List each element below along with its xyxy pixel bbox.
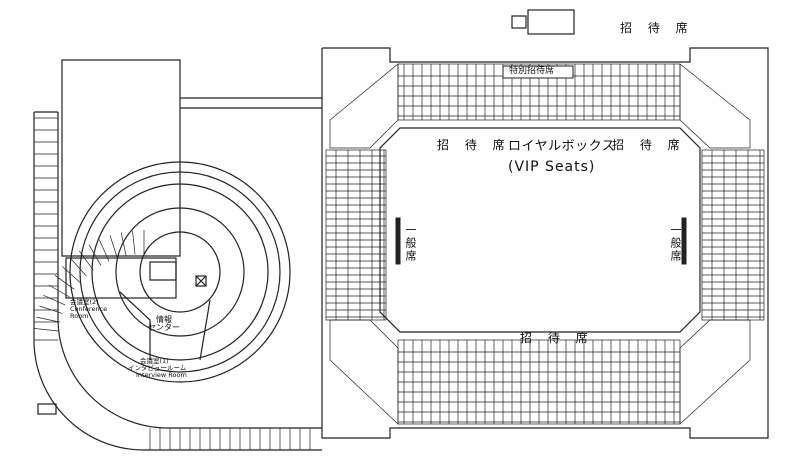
seat-row	[48, 284, 70, 298]
invited-seats-top-label: 招 待 席	[620, 21, 694, 35]
outer-curved-band	[33, 112, 322, 451]
interview-room-jp1: 会議室(1)	[140, 357, 169, 365]
seat-row	[98, 239, 110, 262]
info-center-line-1: 情報	[156, 315, 172, 324]
seat-row	[39, 305, 63, 314]
special-invited-label: 特別招待席	[507, 66, 557, 76]
seat-row	[70, 258, 87, 277]
general-seats-right-label: 一般席	[669, 224, 682, 263]
tall-left-block	[61, 59, 181, 257]
small-building	[511, 15, 527, 29]
outer-ring	[69, 161, 291, 383]
interview-room-en: Interview Room	[136, 371, 187, 379]
seat-row	[109, 235, 118, 259]
corner-seat-block	[679, 319, 751, 425]
seating-areas	[34, 63, 765, 450]
small-box	[37, 403, 57, 415]
building-structure	[33, 9, 769, 451]
seat-row	[54, 275, 75, 290]
arena-floor	[379, 127, 701, 333]
interview-room-jp2: インタビュールーム	[128, 364, 187, 372]
corner-seat-block	[329, 319, 399, 425]
seat-block	[325, 149, 387, 321]
general-seats-left-label: 一般席	[404, 224, 417, 263]
corner-seat-block	[329, 63, 399, 149]
invited-seats-bottom-label: 招 待 席	[520, 331, 594, 345]
info-center-label: 情報 センター	[148, 316, 180, 332]
invited-seats-right-label: 招 待 席	[612, 138, 686, 152]
royal-box-label: ロイヤルボックス	[508, 139, 616, 154]
seat-row	[62, 266, 81, 283]
small-building-annex	[527, 9, 575, 35]
seat-row	[34, 328, 59, 332]
seat-row	[132, 230, 136, 255]
interview-room-label: 会議室(1) インタビュールーム Interview Room	[128, 358, 188, 379]
conference-room-2-en: Conference Room	[70, 305, 108, 320]
seat-block	[701, 149, 765, 321]
seat-row	[43, 294, 66, 306]
info-center-line-2: センター	[148, 323, 180, 332]
seat-row	[88, 244, 102, 266]
corner-seat-block	[679, 63, 751, 149]
conference-room-2-jp: 会議室(2)	[70, 298, 99, 306]
seat-row	[120, 232, 127, 256]
seat-row	[36, 316, 60, 323]
invited-seats-left-label: 招 待 席	[437, 138, 511, 152]
vip-seats-label: (VIP Seats)	[508, 159, 596, 175]
conference-room-2-label: 会議室(2) Conference Room	[70, 299, 116, 320]
seat-row	[79, 250, 94, 271]
